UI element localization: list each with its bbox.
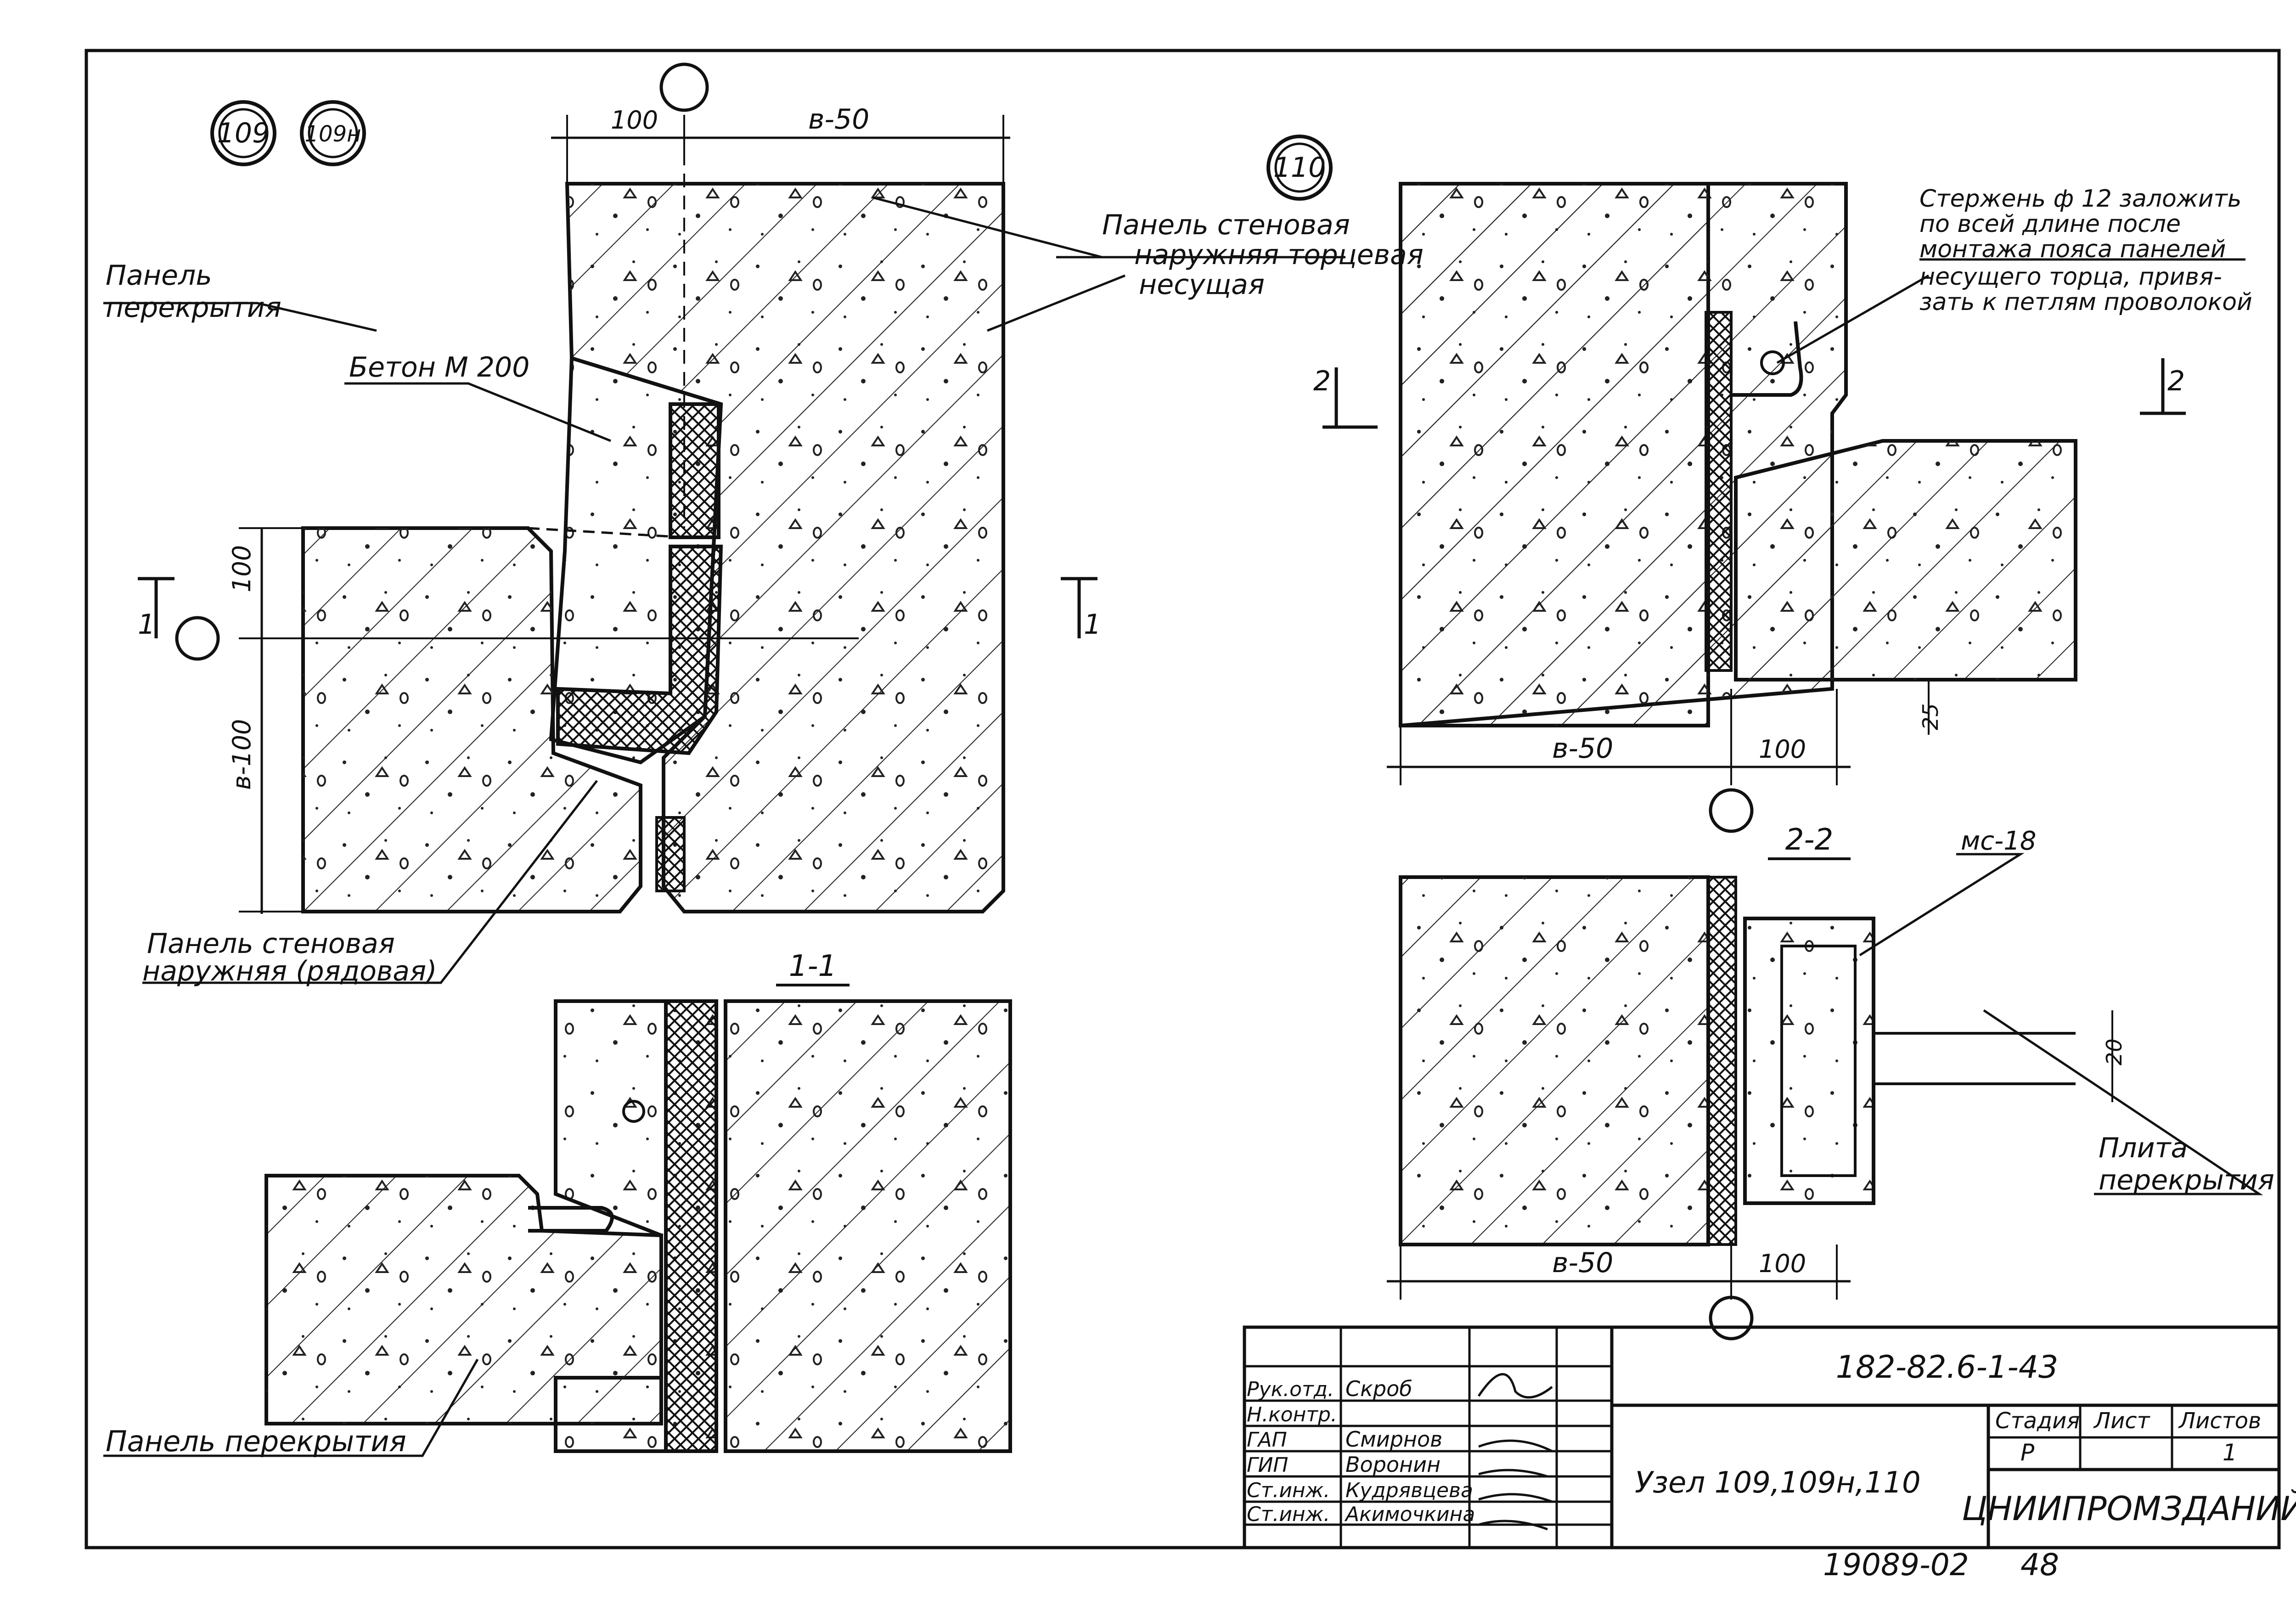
insulation-upper (669, 402, 720, 539)
role-2: Н.контр. (1247, 1403, 1337, 1426)
sheets-value: 1 (2223, 1439, 2237, 1466)
dim-20: 20 (2102, 1038, 2127, 1065)
organization: ЦНИИПРОМЗДАНИЙ (1962, 1489, 2296, 1528)
insulation-lower (556, 545, 723, 755)
name-5: Кудрявцева (1345, 1479, 1473, 1502)
section-mark-2-left: 2 (1313, 365, 1331, 397)
name-6: Акимочкина (1344, 1503, 1475, 1526)
page-number: 48 (2020, 1547, 2059, 1583)
sheets-header: Листов (2178, 1408, 2261, 1434)
leader-lines (103, 196, 2263, 1457)
wall-outer-1-1 (724, 999, 1012, 1453)
label-end-panel-3: несущая (1139, 269, 1265, 301)
floor-panel-1-1 (266, 1176, 661, 1424)
dim-b100-left: в-100 (227, 719, 256, 790)
axis-circle-2-2 (1709, 1296, 1754, 1341)
name-4: Воронин (1345, 1452, 1441, 1477)
stage-header: Стадия (1995, 1408, 2080, 1434)
note-rod-4: несущего торца, привя- (1919, 263, 2222, 291)
node-mark-109: 109 (217, 117, 270, 149)
note-rod-1: Стержень ф 12 заложить (1919, 185, 2241, 213)
sheet-header: Лист (2093, 1408, 2151, 1434)
dim-25: 25 (1918, 703, 1943, 730)
section-mark-1-right: 1 (1084, 608, 1101, 641)
title-block (1243, 1325, 2281, 1549)
node-mark-109h-circle (300, 100, 366, 166)
axis-markers (175, 62, 1754, 1341)
role-1: Рук.отд. (1247, 1378, 1334, 1401)
stage-value: Р (2020, 1439, 2035, 1466)
note-rod-3: монтажа пояса панелей (1919, 236, 2226, 263)
drawing-code: 182-82.6-1-43 (1836, 1349, 2059, 1386)
dim-b50-2-2: в-50 (1552, 1247, 1613, 1279)
node-mark-110: 110 (1273, 152, 1326, 184)
note-rod-2: по всей длине после (1919, 210, 2181, 238)
label-floor-panel-top-2: перекрытия (106, 292, 281, 324)
section-markers (138, 358, 2186, 986)
label-concrete: Бетон М 200 (349, 351, 529, 383)
label-row-panel-2: наружняя (рядовая) (142, 955, 437, 987)
section-2-2-drawing (1399, 875, 2076, 1246)
floor-slab-110 (1736, 441, 2076, 680)
label-row-panel-1: Панель стеновая (147, 928, 395, 960)
axis-circle-left (175, 616, 220, 661)
node-mark-109h: 109н (305, 121, 361, 147)
name-1: Скроб (1345, 1376, 1412, 1401)
insulation-1-1 (664, 999, 718, 1453)
node-109-drawing (301, 152, 1005, 913)
node-110-drawing (1399, 182, 2077, 728)
dim-100-left: 100 (227, 545, 256, 592)
dim-100-110: 100 (1759, 735, 1806, 764)
label-floor-panel-bottom: Панель перекрытия (106, 1425, 406, 1458)
drawing-title: Узел 109,109н,110 (1635, 1466, 1921, 1500)
dim-100-top: 100 (611, 106, 658, 135)
node-mark-109-circle (210, 100, 276, 166)
section-1-1-drawing (264, 999, 1012, 1453)
role-6: Ст.инж. (1247, 1503, 1330, 1526)
section-title-1-1: 1-1 (789, 949, 837, 983)
axis-circle-110 (1709, 788, 1754, 833)
label-end-panel-2: наружняя торцевая (1134, 239, 1424, 271)
section-title-2-2: 2-2 (1785, 823, 1834, 857)
signature (1477, 1373, 1553, 1531)
role-3: ГАП (1247, 1428, 1287, 1452)
label-slab-1: Плита (2099, 1132, 2188, 1164)
node-mark-110-circle (1266, 135, 1333, 201)
dim-b50-110: в-50 (1552, 732, 1613, 765)
dim-b50-top: в-50 (808, 103, 869, 135)
sheet-frame (84, 49, 2281, 1549)
joint-seal (655, 816, 686, 892)
dimension-lines (239, 115, 2113, 1300)
dim-100-2-2: 100 (1759, 1249, 1806, 1278)
label-mc18: мс-18 (1961, 826, 2037, 856)
mc18-plate (1743, 917, 1875, 1205)
archive-number: 19089-02 (1823, 1547, 1969, 1583)
label-end-panel-1: Панель стеновая (1102, 209, 1350, 241)
label-slab-2: перекрытия (2099, 1164, 2274, 1196)
axis-circle-top (659, 62, 709, 112)
section-mark-2-right: 2 (2167, 365, 2185, 397)
name-3: Смирнов (1345, 1427, 1442, 1452)
insulation-110 (1705, 311, 1733, 672)
label-floor-panel-top-1: Панель (106, 259, 212, 292)
insulation-2-2 (1707, 876, 1737, 1246)
wall-panel-2-2 (1401, 877, 1708, 1245)
role-4: ГИП (1247, 1453, 1289, 1477)
section-mark-1-left: 1 (138, 608, 155, 641)
role-5: Ст.инж. (1247, 1479, 1330, 1502)
note-rod-5: зать к петлям проволокой (1919, 288, 2252, 316)
